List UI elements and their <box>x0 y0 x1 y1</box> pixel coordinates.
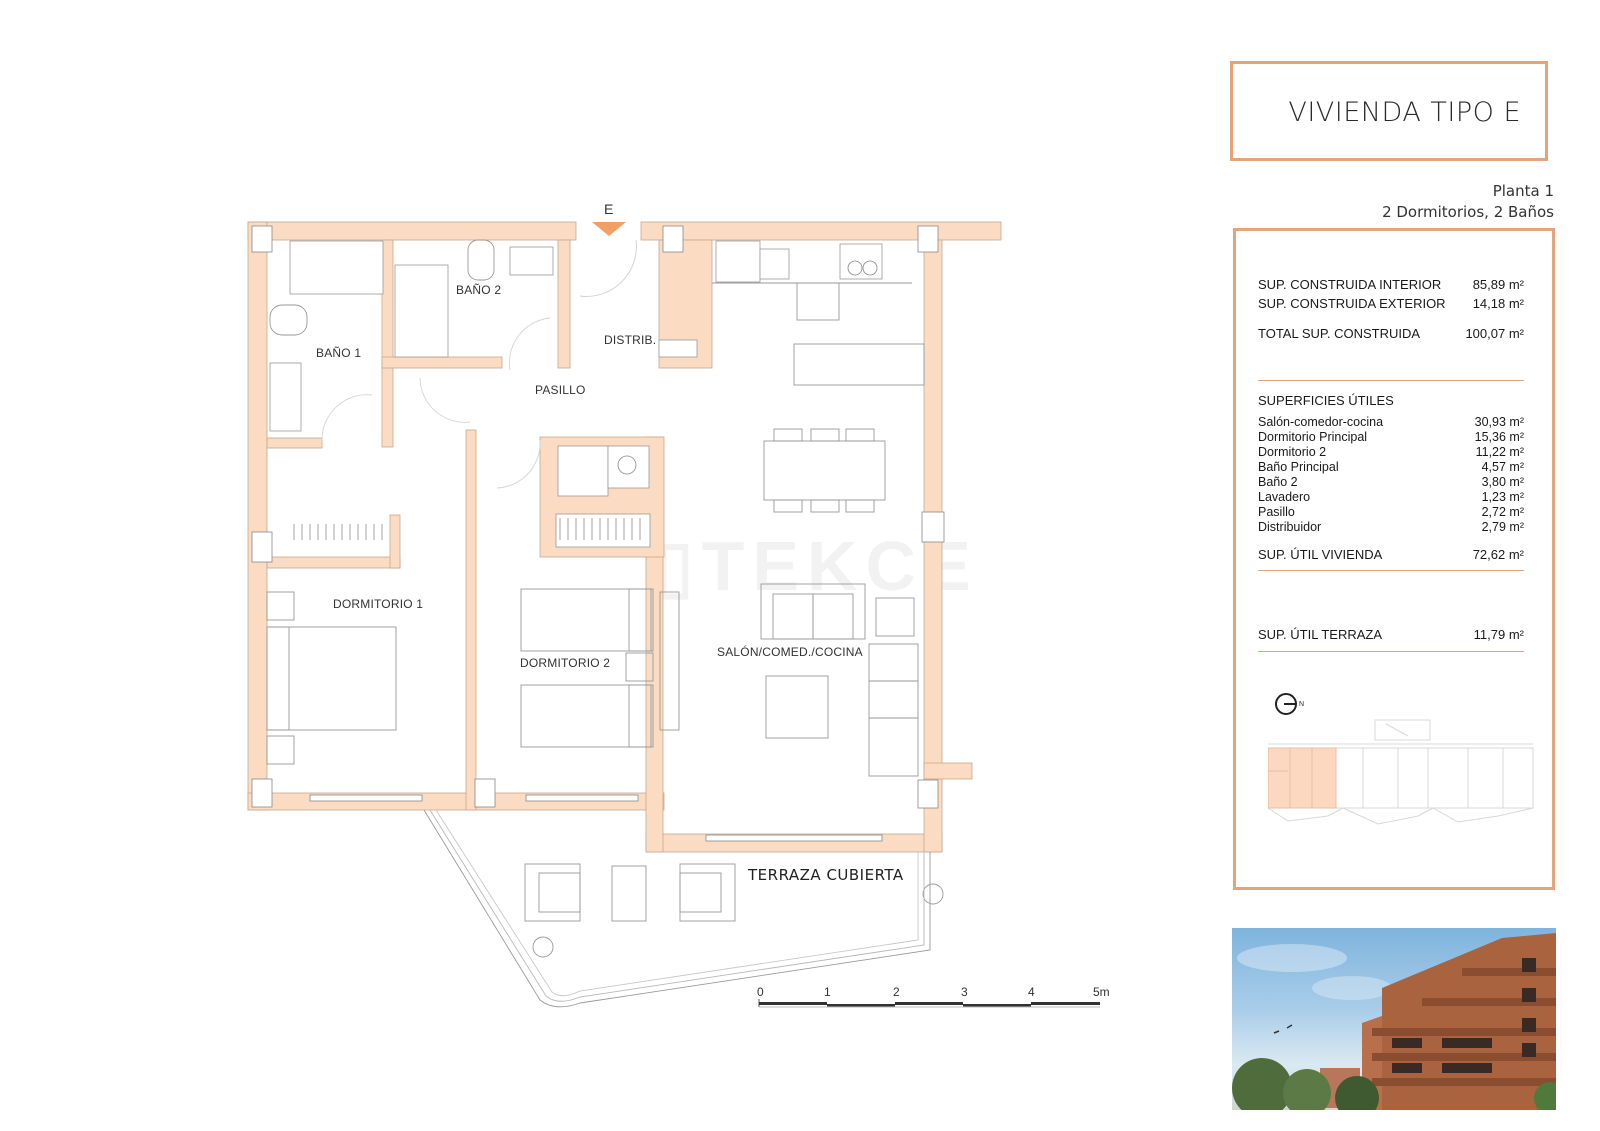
divider <box>1258 570 1524 571</box>
room-label-terraza: TERRAZA CUBIERTA <box>748 866 904 884</box>
watermark: ▯TEKCE <box>655 527 979 605</box>
floor-label: Planta 1 <box>1492 182 1554 200</box>
title-box: VIVIENDA TIPO E <box>1230 61 1548 161</box>
room-label-distrib: DISTRIB. <box>604 333 657 347</box>
built-interior-row: SUP. CONSTRUIDA INTERIOR 85,89 m² <box>1258 277 1524 292</box>
building-render-photo <box>1232 928 1556 1110</box>
terrace-row: SUP. ÚTIL TERRAZA 11,79 m² <box>1258 627 1524 642</box>
north-arrow-icon: N <box>1275 692 1309 721</box>
divider <box>1258 651 1524 652</box>
divider <box>1258 380 1524 381</box>
rooms-summary: 2 Dormitorios, 2 Baños <box>1382 203 1554 221</box>
room-label-pasillo: PASILLO <box>535 383 586 397</box>
entry-marker: E <box>604 201 614 217</box>
total-built-row: TOTAL SUP. CONSTRUIDA 100,07 m² <box>1258 326 1524 341</box>
built-exterior-row: SUP. CONSTRUIDA EXTERIOR 14,18 m² <box>1258 296 1524 311</box>
room-label-dormitorio1: DORMITORIO 1 <box>333 597 424 611</box>
surface-table: SUP. CONSTRUIDA INTERIOR 85,89 m² SUP. C… <box>1233 228 1555 890</box>
room-label-salon: SALÓN/COMED./COCINA <box>717 645 863 659</box>
key-plan <box>1267 716 1538 841</box>
page-title: VIVIENDA TIPO E <box>1288 97 1521 128</box>
floor-plan: ▯TEKCE <box>247 201 1110 1015</box>
entry-arrow-icon <box>592 222 626 236</box>
useful-heading: SUPERFICIES ÚTILES <box>1258 393 1394 408</box>
scale-bar: 0 1 2 3 4 5m <box>757 985 1110 1015</box>
svg-text:N: N <box>1299 701 1304 708</box>
useful-total-row: SUP. ÚTIL VIVIENDA 72,62 m² <box>1258 547 1524 562</box>
room-label-dormitorio2: DORMITORIO 2 <box>520 656 611 670</box>
room-label-bano2: BAÑO 2 <box>456 283 502 297</box>
room-label-bano1: BAÑO 1 <box>316 346 362 360</box>
